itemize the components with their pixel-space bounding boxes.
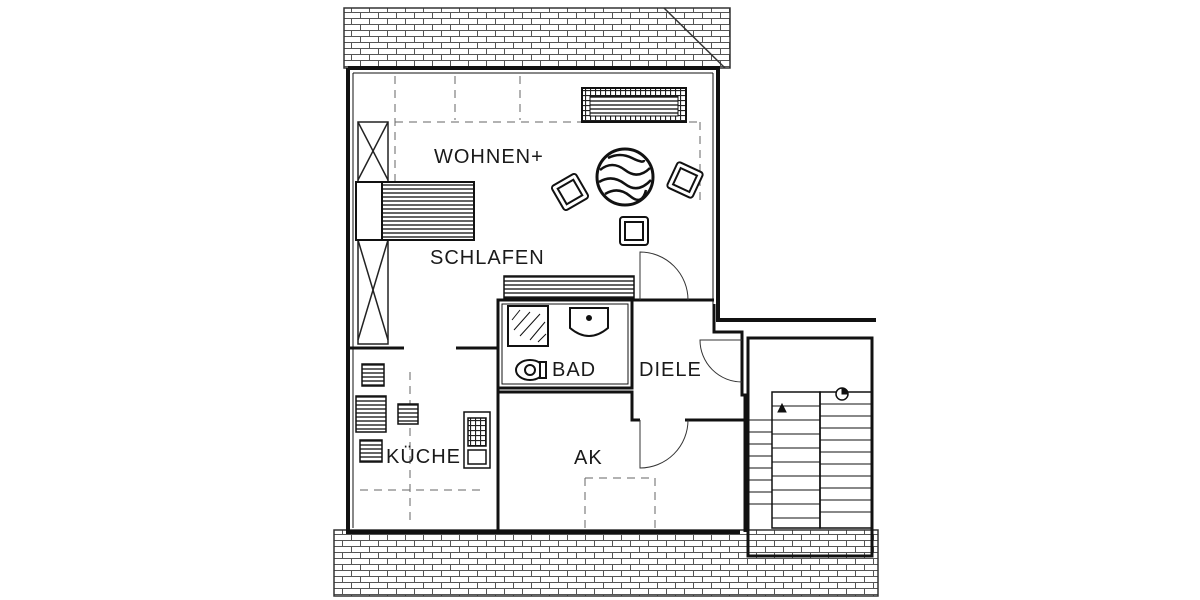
room-label-diele: DIELE <box>639 359 702 381</box>
room-label-kueche: KÜCHE <box>386 446 461 468</box>
wash-basin <box>569 307 609 337</box>
interior-walls <box>350 275 747 532</box>
staircase <box>746 336 874 558</box>
sofa <box>581 87 687 123</box>
roof-bottom <box>333 529 879 597</box>
room-label-schlafen: SCHLAFEN <box>430 247 545 269</box>
outer-walls <box>346 66 876 534</box>
round-table <box>595 147 655 207</box>
chairs <box>550 161 704 246</box>
shower <box>507 305 549 347</box>
doors <box>639 251 743 469</box>
room-label-wohnen: WOHNEN+ <box>434 146 544 168</box>
room-label-bad: BAD <box>552 359 596 381</box>
bed <box>355 181 475 241</box>
roof-top <box>343 7 731 69</box>
kitchen-units <box>355 363 491 469</box>
toilet <box>515 359 547 381</box>
room-label-ak: AK <box>574 447 603 469</box>
